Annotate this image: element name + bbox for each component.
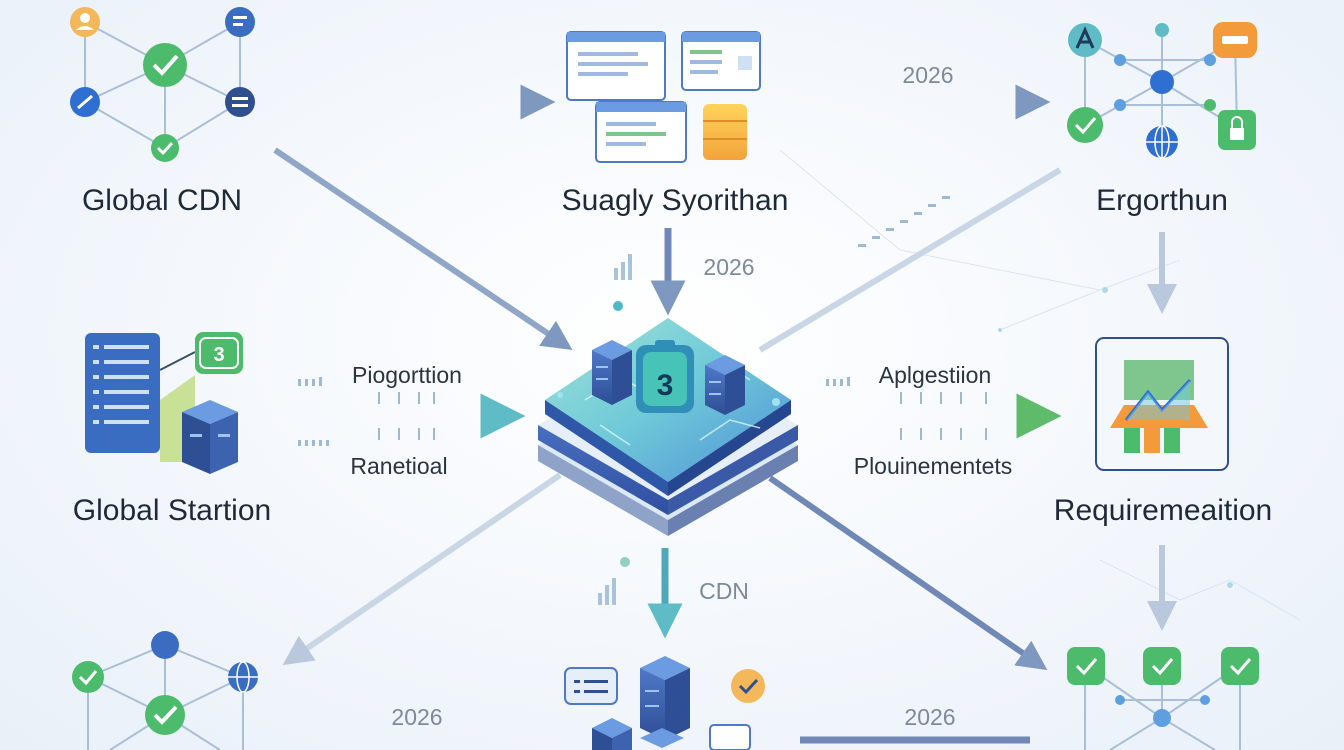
arrow-label-right-bottom: Plouinementets <box>853 453 1013 479</box>
ergorthun-network-icon <box>1067 22 1257 159</box>
bottom-right-network-icon <box>1067 647 1259 750</box>
server-icon <box>592 340 632 405</box>
chip-badge-icon: 3 <box>636 340 694 413</box>
arrow-topleft-to-core <box>273 147 573 351</box>
mid-left-badge-text: 3 <box>213 344 224 366</box>
arrow-label-center-down: 2026 <box>703 254 755 280</box>
arrow-label-left-bottom: Ranetioal <box>350 453 448 479</box>
arrow-core-to-bottomleft <box>282 472 562 666</box>
arrow-label-left-top: Piogorttion <box>352 362 462 388</box>
bar-chart-icon <box>614 254 632 280</box>
arrow-label-right-top: Aplgestiion <box>878 362 992 388</box>
global-cdn-network-icon <box>70 7 255 162</box>
cube-icon <box>182 400 238 474</box>
cube-icon <box>640 728 684 748</box>
cube-icon <box>592 718 632 750</box>
arrows <box>273 84 1177 744</box>
node-label-ergorthun: Ergorthun <box>1096 184 1228 217</box>
requiremeaition-chart-icon <box>1095 337 1229 471</box>
dash-decorations <box>298 196 987 446</box>
background-network <box>779 149 1301 621</box>
bottom-left-network-icon <box>72 631 258 750</box>
suagly-syorithan-windows-icon <box>566 31 761 163</box>
node-label-global-cdn: Global CDN <box>81 184 243 217</box>
database-icon <box>703 104 747 160</box>
check-icon <box>731 669 765 703</box>
node-label-global-startion: Global Startion <box>72 494 272 527</box>
arrow-topright-to-core <box>758 167 1062 353</box>
node-label-requiremeaition: Requiremeaition <box>1053 494 1273 527</box>
arrow-label-bottom-right: 2026 <box>904 704 956 730</box>
node-label-suagly-syorithan: Suagly Syorithan <box>561 184 789 217</box>
bottom-center-servers-icon <box>564 656 765 750</box>
arrow-label-bottom-left: 2026 <box>391 704 443 730</box>
server-icon <box>705 355 745 415</box>
arrow-label-top-right: 2026 <box>902 62 954 88</box>
core-badge-text: 3 <box>657 369 674 402</box>
arrow-label-bottom-down: CDN <box>699 578 749 604</box>
arrow-core-to-bottomright <box>768 475 1048 671</box>
bar-chart-icon <box>598 578 616 605</box>
global-startion-icon: 3 <box>85 332 243 474</box>
server-icon <box>640 656 690 740</box>
core-chip-icon: 3 <box>538 318 798 536</box>
dot-icon <box>613 301 623 311</box>
dot-icon <box>620 557 630 567</box>
